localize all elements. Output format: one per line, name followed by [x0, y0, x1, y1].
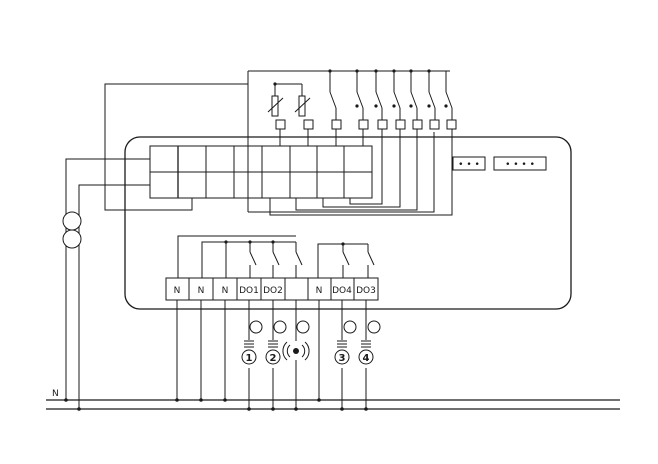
terminal-label-3: N [222, 286, 229, 296]
lamp-2-icon: 2 [266, 341, 280, 364]
terminal-labels: N N N DO1 DO2 N DO4 DO3 [174, 286, 376, 296]
terminal-label-2: N [198, 286, 205, 296]
neutral-bus-label: N [52, 389, 59, 399]
neutral-bus [46, 400, 620, 409]
connector-b: • • • • [494, 157, 546, 170]
terminal-label-1: N [174, 286, 181, 296]
terminal-label-7: N [316, 286, 323, 296]
lamp-2-number: 2 [270, 353, 277, 364]
lamp-3-number: 3 [339, 353, 346, 364]
buzzer-icon [283, 342, 309, 360]
connector-b-pins: • • • • [505, 160, 535, 170]
lamp-3-icon: 3 [335, 341, 349, 364]
connector-a: • • • [453, 157, 485, 170]
input-terminal-grid [150, 146, 372, 198]
lamp-1-icon: 1 [242, 341, 256, 364]
lamp-4-icon: 4 [359, 341, 373, 364]
terminal-label-8: DO4 [332, 286, 352, 296]
power-supply-wiring [66, 84, 248, 409]
connector-a-pins: • • • [458, 160, 480, 170]
indicator-circles [250, 321, 380, 333]
terminal-label-9: DO3 [356, 286, 376, 296]
terminal-label-4: DO1 [239, 286, 259, 296]
lamp-1-number: 1 [246, 353, 253, 364]
lamp-4-number: 4 [363, 353, 370, 364]
output-relay-wiring [178, 236, 374, 278]
bus-wires [64, 300, 368, 411]
terminal-label-5: DO2 [263, 286, 283, 296]
